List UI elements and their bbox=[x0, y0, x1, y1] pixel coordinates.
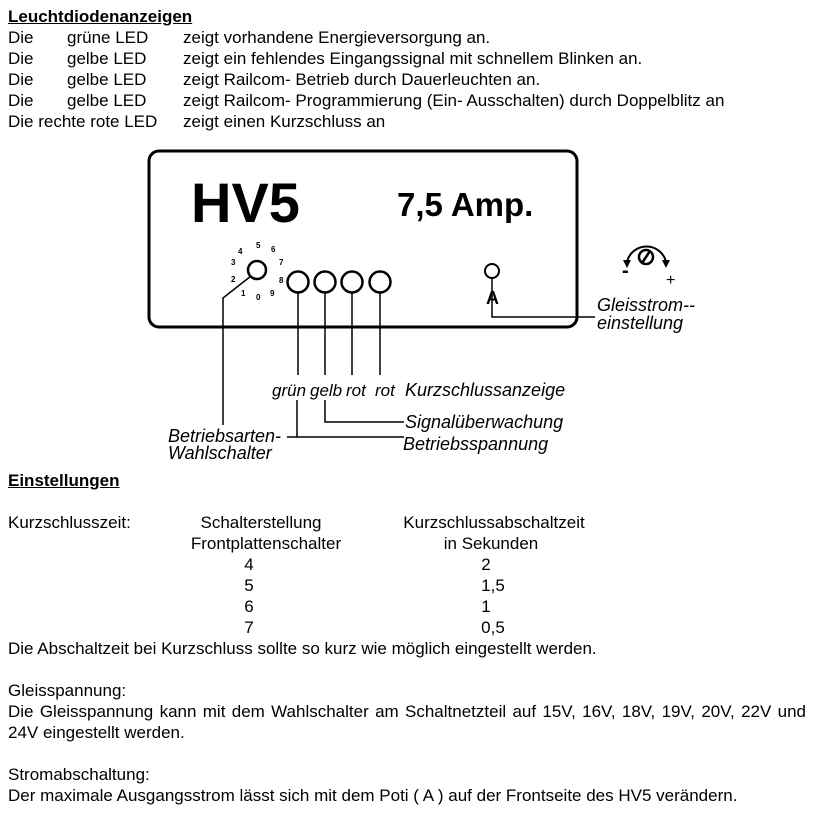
column-header: Kurzschlussabschaltzeit bbox=[403, 513, 585, 532]
dial-number: 2 bbox=[231, 275, 236, 284]
led-yellow bbox=[313, 270, 337, 294]
led-color-label: rot bbox=[375, 381, 395, 400]
mode-switch-knob bbox=[246, 259, 268, 281]
dial-number: 7 bbox=[279, 258, 284, 267]
track-voltage-text: Die Gleisspannung kann mit dem Wahlschal… bbox=[8, 702, 806, 742]
led-subject: Die bbox=[8, 91, 34, 110]
dial-number: 5 bbox=[256, 241, 261, 250]
column-header: Schalterstellung bbox=[200, 513, 322, 532]
track-voltage-heading: Gleisspannung: bbox=[8, 681, 127, 700]
settings-heading: Einstellungen bbox=[8, 471, 120, 490]
led-subject: Die rechte rote LED bbox=[8, 112, 158, 131]
pot-caption: Gleisstrom-- bbox=[597, 295, 695, 315]
switch-position: 4 bbox=[244, 555, 254, 574]
switch-position: 7 bbox=[244, 618, 254, 637]
led-name: gelbe LED bbox=[67, 91, 147, 110]
current-cutoff-text: Der maximale Ausgangsstrom lässt sich mi… bbox=[8, 786, 738, 805]
led-green bbox=[286, 270, 310, 294]
column-header: in Sekunden bbox=[443, 534, 539, 553]
led-description: zeigt ein fehlendes Eingangssignal mit s… bbox=[183, 49, 643, 68]
led-name: gelbe LED bbox=[67, 49, 147, 68]
dial-number: 9 bbox=[270, 289, 275, 298]
led-description: zeigt vorhandene Energieversorgung an. bbox=[183, 28, 491, 47]
column-header: Frontplattenschalter bbox=[190, 534, 342, 553]
cutoff-note: Die Abschaltzeit bei Kurzschluss sollte … bbox=[8, 639, 597, 658]
cutoff-seconds: 0,5 bbox=[481, 618, 505, 637]
current-cutoff-heading: Stromabschaltung: bbox=[8, 765, 150, 784]
dial-number: 4 bbox=[238, 247, 243, 256]
leader-lines bbox=[222, 275, 595, 438]
dial-number: 0 bbox=[256, 293, 261, 302]
led-heading: Leuchtdiodenanzeigen bbox=[8, 7, 193, 26]
dial-number: 6 bbox=[271, 245, 276, 254]
led-color-label: rot bbox=[346, 381, 366, 400]
led-color-label: gelb bbox=[310, 381, 343, 400]
led-red-short bbox=[368, 270, 392, 294]
dial-number: 8 bbox=[279, 276, 284, 285]
led-description: zeigt Railcom- Programmierung (Ein- Auss… bbox=[183, 91, 725, 110]
current-rating: 7,5 Amp. bbox=[397, 186, 534, 223]
led-name: gelbe LED bbox=[67, 70, 147, 89]
pot-minus: - bbox=[622, 260, 629, 282]
led-description: zeigt Railcom- Betrieb durch Dauerleucht… bbox=[183, 70, 541, 89]
led-description: zeigt einen Kurzschluss an bbox=[183, 112, 386, 131]
operating-voltage-label: Betriebsspannung bbox=[403, 434, 549, 454]
led-name: grüne LED bbox=[67, 28, 149, 47]
mode-switch-label: Wahlschalter bbox=[168, 443, 272, 463]
pot-a bbox=[484, 263, 500, 279]
short-time-label: Kurzschlusszeit: bbox=[8, 513, 131, 532]
cutoff-seconds: 1,5 bbox=[481, 576, 505, 595]
pot-plus: + bbox=[666, 272, 676, 289]
rotate-adjust-icon bbox=[623, 245, 670, 268]
cutoff-seconds: 1 bbox=[481, 597, 491, 616]
switch-position: 6 bbox=[244, 597, 254, 616]
pot-caption: einstellung bbox=[597, 313, 684, 333]
led-color-label: grün bbox=[272, 381, 307, 400]
led-subject: Die bbox=[8, 70, 34, 89]
pot-label: A bbox=[486, 288, 499, 308]
cutoff-seconds: 2 bbox=[481, 555, 491, 574]
signal-monitor-label: Signalüberwachung bbox=[405, 412, 564, 432]
led-subject: Die bbox=[8, 28, 34, 47]
front-panel-outline bbox=[147, 149, 579, 329]
short-circuit-label: Kurzschlussanzeige bbox=[405, 380, 566, 400]
dial-number: 3 bbox=[231, 258, 236, 267]
model-name: HV5 bbox=[191, 171, 300, 234]
dial-number: 1 bbox=[241, 289, 246, 298]
mode-switch-label: Betriebsarten- bbox=[168, 426, 282, 446]
led-red bbox=[340, 270, 364, 294]
switch-position: 5 bbox=[244, 576, 254, 595]
led-subject: Die bbox=[8, 49, 34, 68]
